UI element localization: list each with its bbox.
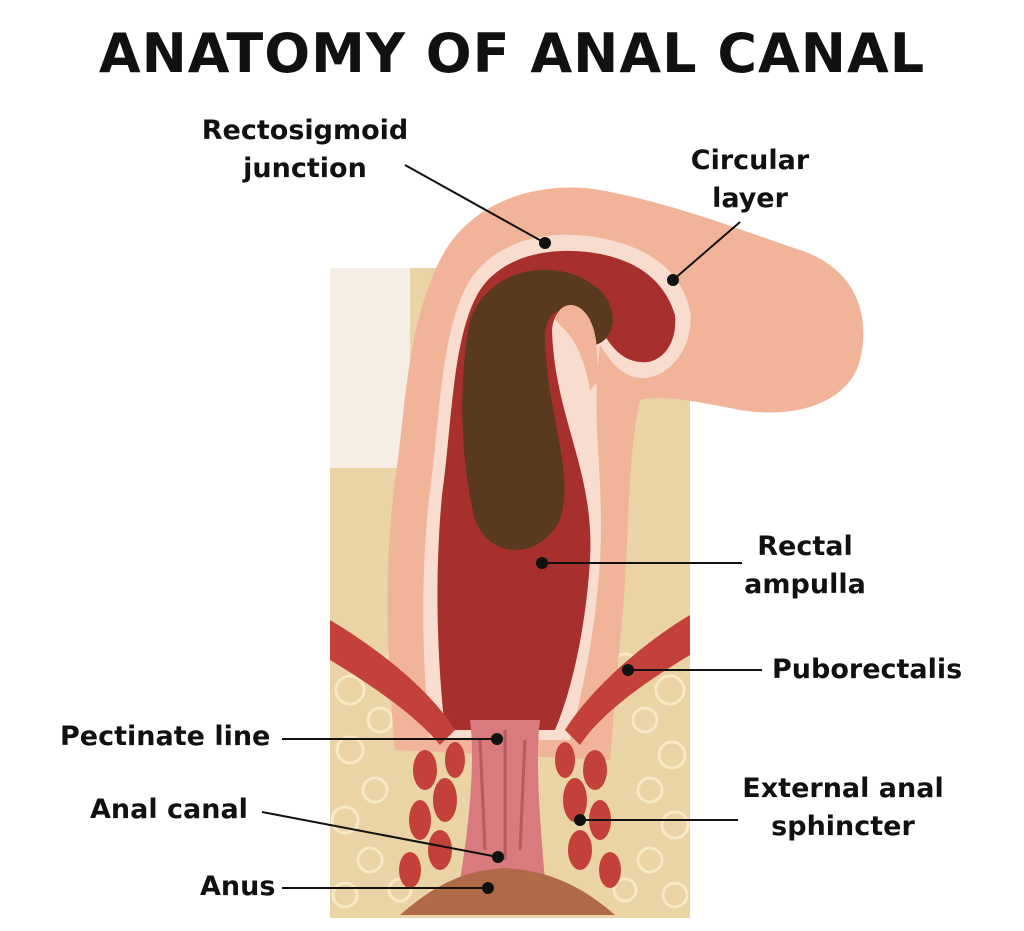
dot-anus [482,882,494,894]
label-anal-canal: Anal canal [90,794,248,825]
stool-mass [462,269,613,550]
dot-rectosigmoid [539,237,551,249]
pointer-lines [261,164,762,889]
label-rectosigmoid-junction: Rectosigmoid junction [201,115,409,184]
label-external-anal-sphincter: External anal sphincter [742,773,944,842]
tissue-background-upper-left [330,268,410,468]
dot-circular-layer [667,274,679,286]
label-circular-layer: Circular layer [690,145,810,214]
label-puborectalis: Puborectalis [772,654,963,685]
label-pectinate-line: Pectinate line [60,721,271,752]
dot-rectal-ampulla [536,557,548,569]
diagram-title: ANATOMY OF ANAL CANAL [98,22,926,85]
puborectalis-left [330,620,455,745]
sigmoid-fold [555,305,600,390]
anus-opening [400,868,615,915]
label-rectal-ampulla: Rectal ampulla [744,531,866,600]
puborectalis-right [565,615,690,745]
dot-puborectalis [622,664,634,676]
anal-canal-folds [478,730,527,860]
external-sphincter-muscles [399,742,621,888]
dot-anal-canal [492,851,504,863]
label-anus: Anus [200,871,276,902]
pointer-dots [482,237,679,894]
dot-pectinate-line [491,733,503,745]
dot-external-sphincter [574,814,586,826]
